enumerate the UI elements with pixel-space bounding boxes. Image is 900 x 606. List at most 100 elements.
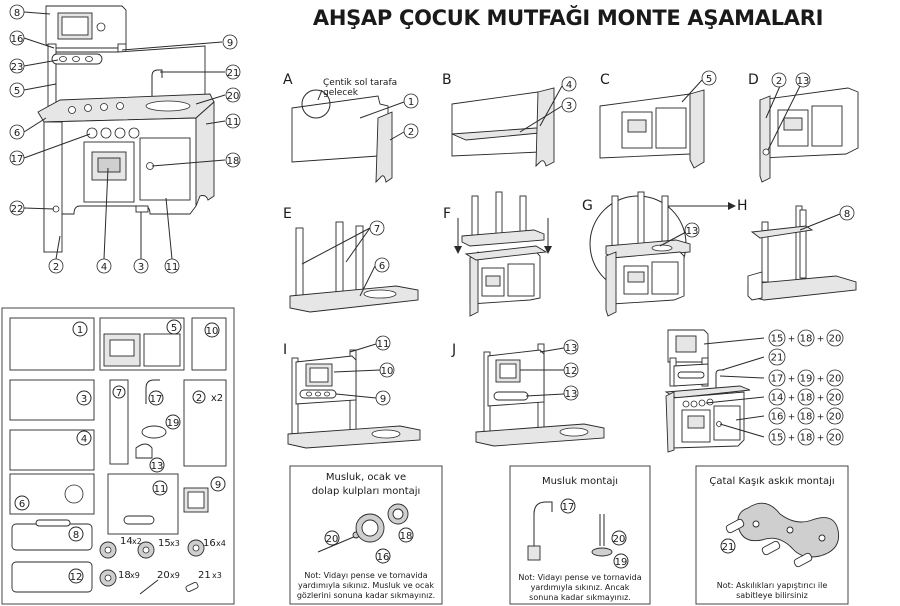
formula-plus: + [788, 394, 796, 404]
svg-text:20: 20 [613, 534, 626, 545]
svg-text:17: 17 [562, 502, 575, 513]
formula-part-circle [768, 428, 786, 446]
formula-part-number: 18 [800, 433, 813, 444]
svg-text:x9: x9 [170, 571, 180, 580]
svg-text:20: 20 [227, 91, 240, 102]
step-f: F [443, 191, 552, 317]
formula-part-number: 15 [771, 334, 784, 345]
formula-part-number: 20 [829, 374, 842, 385]
svg-text:13: 13 [151, 461, 164, 472]
svg-text:9: 9 [380, 394, 386, 405]
svg-text:12: 12 [565, 366, 578, 377]
svg-text:19: 19 [615, 557, 628, 568]
formula-plus: + [817, 413, 825, 423]
svg-text:16: 16 [377, 552, 390, 563]
svg-text:11: 11 [227, 117, 240, 128]
formula-part-circle [768, 388, 786, 406]
svg-text:Çentik sol tarafa: Çentik sol tarafa [323, 78, 397, 88]
svg-text:13: 13 [797, 76, 810, 87]
svg-text:1: 1 [77, 325, 83, 336]
svg-text:3: 3 [566, 101, 572, 112]
svg-text:dolap kulpları montajı: dolap kulpları montajı [312, 486, 421, 497]
svg-text:3: 3 [138, 262, 144, 273]
svg-text:23: 23 [11, 62, 24, 73]
svg-text:14: 14 [120, 536, 133, 547]
svg-text:x4: x4 [216, 539, 226, 548]
svg-text:x3: x3 [170, 539, 180, 548]
step-a: A Çentik sol tarafa gelecek 1 2 [283, 72, 419, 184]
formula-part-circle [826, 369, 844, 387]
svg-text:E: E [283, 206, 292, 222]
svg-text:17: 17 [11, 154, 24, 165]
formula-part-number: 20 [829, 433, 842, 444]
kitchen-overview-drawing [37, 5, 215, 253]
svg-text:11: 11 [154, 484, 167, 495]
svg-text:B: B [442, 72, 452, 88]
formula-part-circle [768, 369, 786, 387]
svg-text:D: D [748, 72, 759, 88]
svg-text:6: 6 [379, 261, 385, 272]
formula-plus: + [788, 434, 796, 444]
svg-text:4: 4 [566, 80, 572, 91]
svg-text:H: H [737, 198, 748, 214]
svg-text:9: 9 [215, 480, 221, 491]
svg-text:I: I [283, 342, 287, 358]
step-b: B 4 3 [442, 72, 577, 168]
svg-text:5: 5 [14, 86, 20, 97]
svg-text:x2: x2 [132, 537, 142, 546]
svg-text:yardımıyla sıkınız. Musluk ve: yardımıyla sıkınız. Musluk ve ocak [298, 581, 434, 590]
svg-text:18: 18 [118, 570, 131, 581]
formula-part-number: 21 [771, 353, 784, 364]
step-g: G 13 [582, 191, 736, 317]
formula-plus: + [817, 394, 825, 404]
formula-part-number: 18 [800, 412, 813, 423]
svg-text:10: 10 [381, 366, 394, 377]
step-i: I 11 10 9 [283, 335, 421, 449]
parts-list: 1 5 10 3 7 17 2 x2 19 4 [1, 307, 235, 605]
formula-part-circle [768, 348, 786, 366]
formula-part-number: 20 [829, 412, 842, 423]
svg-text:G: G [582, 198, 593, 214]
svg-text:20: 20 [326, 534, 339, 545]
svg-text:gelecek: gelecek [323, 88, 359, 98]
formula-part-circle [826, 428, 844, 446]
formula-part-circle [797, 407, 815, 425]
svg-text:gözlerini sonuna kadar sıkmayı: gözlerini sonuna kadar sıkmayınız. [297, 591, 435, 600]
svg-text:15: 15 [158, 538, 171, 549]
formula-part-number: 20 [829, 393, 842, 404]
svg-text:16: 16 [203, 538, 216, 549]
svg-text:10: 10 [206, 326, 219, 337]
svg-text:11: 11 [377, 339, 390, 350]
svg-text:3: 3 [81, 394, 87, 405]
formula-part-circle [797, 428, 815, 446]
panel-utensil-rack: Çatal Kaşık askık montajı 21 Not: Askılı… [695, 465, 849, 605]
svg-text:J: J [451, 342, 456, 358]
svg-text:18: 18 [400, 531, 413, 542]
svg-text:11: 11 [166, 262, 179, 273]
formula-plus: + [817, 375, 825, 385]
formula-part-circle [826, 388, 844, 406]
svg-text:x3: x3 [212, 571, 222, 580]
panel-faucet-stove-handles: Musluk, ocak ve dolap kulpları montajı 2… [289, 465, 443, 605]
formula-plus: + [788, 335, 796, 345]
formula-plus: + [788, 413, 796, 423]
formula-part-number: 16 [771, 412, 784, 423]
svg-text:20: 20 [157, 570, 170, 581]
formula-part-number: 15 [771, 433, 784, 444]
svg-text:8: 8 [14, 8, 20, 19]
svg-text:6: 6 [14, 128, 20, 139]
formula-plus: + [817, 434, 825, 444]
svg-text:13: 13 [686, 226, 699, 237]
formula-part-number: 14 [771, 393, 784, 404]
svg-text:A: A [283, 72, 293, 88]
svg-text:22: 22 [11, 204, 24, 215]
svg-text:7: 7 [374, 224, 380, 235]
svg-text:sabitleye bilirsiniz: sabitleye bilirsiniz [736, 591, 808, 600]
svg-text:16: 16 [11, 34, 24, 45]
svg-text:7: 7 [116, 388, 122, 399]
svg-text:2: 2 [196, 393, 202, 404]
formula-part-number: 20 [829, 334, 842, 345]
step-c: C 5 [599, 70, 717, 169]
formula-part-circle [768, 407, 786, 425]
formula-part-circle [768, 329, 786, 347]
